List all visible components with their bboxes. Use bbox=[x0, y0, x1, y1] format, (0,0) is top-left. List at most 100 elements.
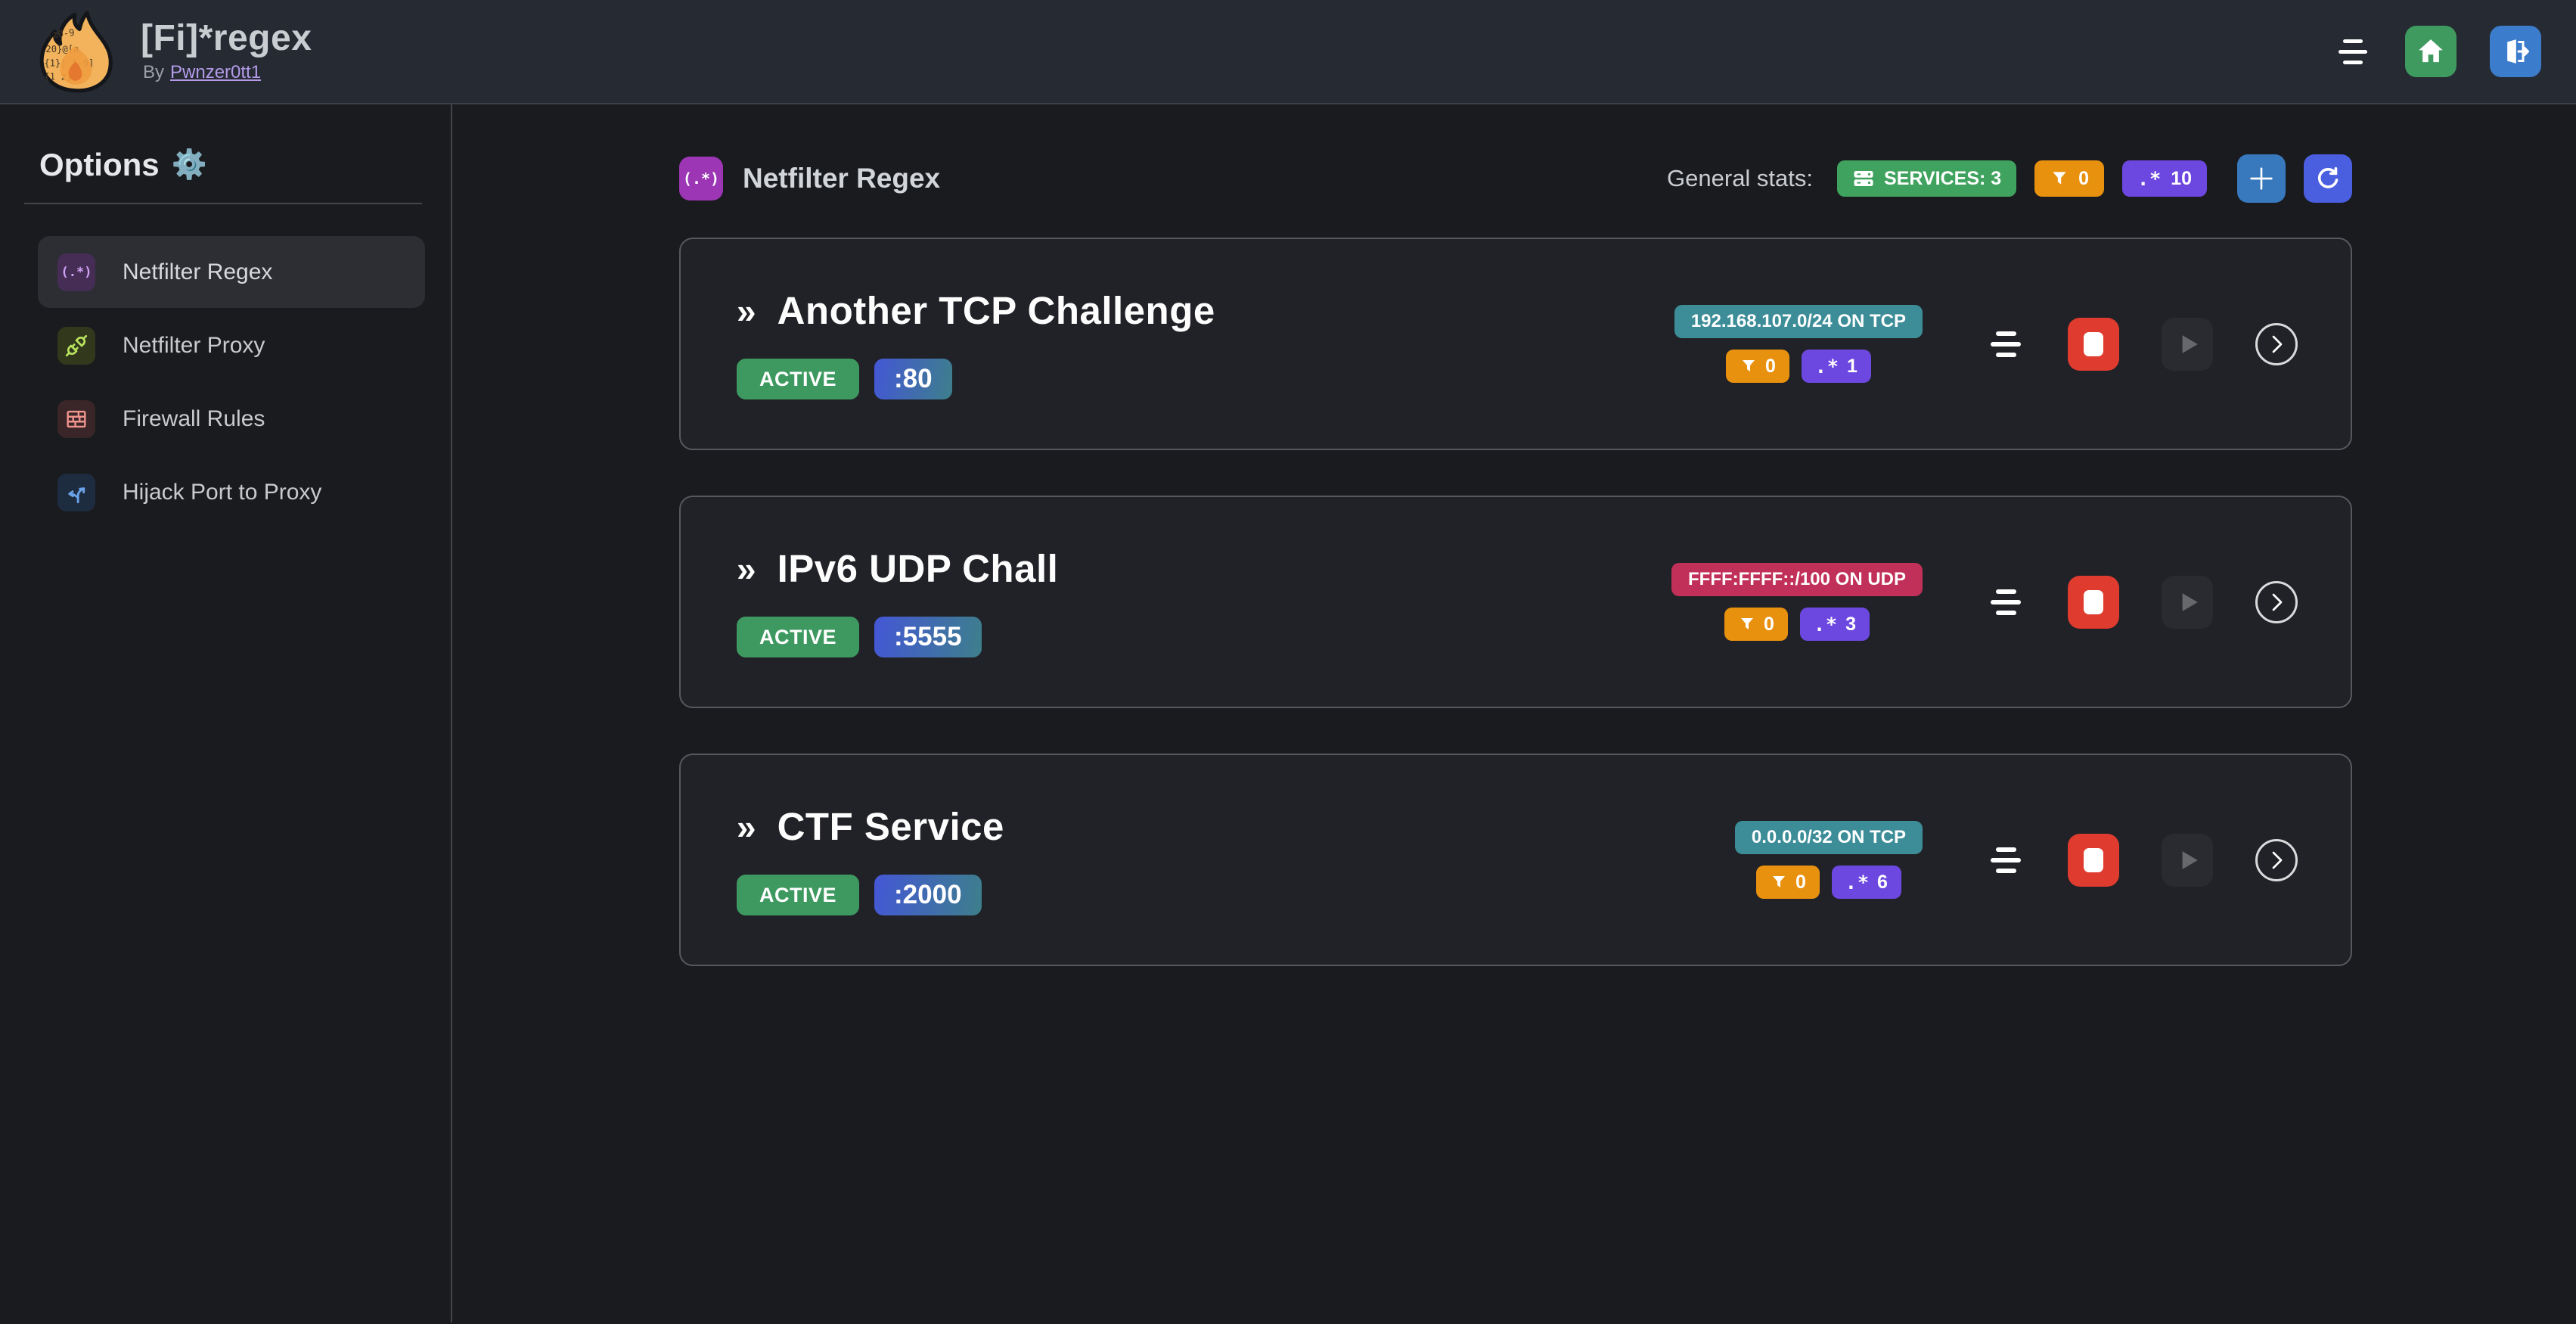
filter-count-label: 0 bbox=[1764, 613, 1774, 635]
refresh-icon bbox=[2314, 164, 2342, 193]
split-arrows-icon bbox=[57, 473, 95, 511]
regex-glyph-icon: .* bbox=[1813, 613, 1839, 636]
filters-count-label: 0 bbox=[2078, 167, 2090, 189]
filter-count-badge: 0 bbox=[1755, 866, 1820, 899]
regex-count-label: 3 bbox=[1845, 613, 1856, 635]
gear-icon: ⚙️ bbox=[171, 149, 207, 181]
stop-service-button[interactable] bbox=[2068, 833, 2119, 887]
regex-count-badge: .* 1 bbox=[1801, 350, 1871, 383]
app-title: [Fi]*regex bbox=[141, 17, 312, 58]
logout-button[interactable] bbox=[2490, 26, 2541, 77]
regex-count-badge: .* 3 bbox=[1799, 608, 1870, 641]
add-service-button[interactable] bbox=[2237, 154, 2286, 203]
regex-section-icon: (.*) bbox=[679, 157, 723, 200]
regexes-count-badge: .* 10 bbox=[2122, 160, 2207, 197]
address-badge: 192.168.107.0/24 ON TCP bbox=[1674, 305, 1923, 338]
service-menu-icon[interactable] bbox=[1986, 585, 2025, 620]
main-content: (.*) Netfilter Regex General stats: bbox=[452, 104, 2576, 1322]
service-menu-icon[interactable] bbox=[1986, 843, 2025, 878]
regex-glyph-icon: .* bbox=[1814, 355, 1839, 378]
chevron-right-icon bbox=[2264, 332, 2289, 356]
start-service-button[interactable] bbox=[2162, 317, 2213, 371]
stop-icon bbox=[2084, 847, 2103, 872]
start-service-button[interactable] bbox=[2162, 575, 2213, 629]
open-service-button[interactable] bbox=[2255, 580, 2298, 623]
service-card: » IPv6 UDP Chall ACTIVE :5555 FFFF:FFFF:… bbox=[679, 496, 2352, 708]
filter-funnel-icon bbox=[1740, 357, 1758, 375]
header-menu-icon[interactable] bbox=[2334, 35, 2372, 69]
filter-funnel-icon bbox=[2050, 169, 2069, 188]
sidebar-heading-label: Options bbox=[39, 147, 160, 182]
port-badge: :5555 bbox=[874, 617, 982, 657]
plus-icon bbox=[2246, 163, 2277, 194]
port-badge: :2000 bbox=[874, 875, 982, 915]
filter-funnel-icon bbox=[1738, 615, 1756, 633]
regex-count-badge: .* 6 bbox=[1831, 866, 1901, 899]
home-button[interactable] bbox=[2405, 26, 2457, 77]
services-count-badge: SERVICES: 3 bbox=[1837, 160, 2017, 197]
regex-glyph-icon: .* bbox=[2137, 167, 2162, 190]
server-icon bbox=[1852, 167, 1875, 190]
service-list: » Another TCP Challenge ACTIVE :80 192.1… bbox=[679, 238, 2352, 966]
stop-icon bbox=[2084, 589, 2103, 614]
filter-count-label: 0 bbox=[1795, 871, 1806, 893]
address-badge: 0.0.0.0/32 ON TCP bbox=[1734, 821, 1923, 854]
sidebar-item-netfilter-regex[interactable]: (.*) Netfilter Regex bbox=[38, 236, 425, 308]
sidebar-item-hijack-port[interactable]: Hijack Port to Proxy bbox=[38, 456, 425, 528]
app-header: -z0-9 20}@[a {1}| )-9] {1 z] [Fi]*regex … bbox=[0, 0, 2576, 104]
filters-count-badge: 0 bbox=[2034, 160, 2105, 197]
regex-count-label: 1 bbox=[1846, 355, 1858, 377]
general-stats: General stats: SERV bbox=[1667, 154, 2352, 203]
start-service-button[interactable] bbox=[2162, 833, 2213, 887]
service-menu-icon[interactable] bbox=[1986, 327, 2025, 362]
sidebar-item-label: Netfilter Proxy bbox=[123, 332, 265, 358]
service-title: IPv6 UDP Chall bbox=[777, 547, 1059, 590]
regexes-count-label: 10 bbox=[2171, 167, 2192, 189]
section-title: Netfilter Regex bbox=[743, 163, 941, 194]
stop-icon bbox=[2084, 331, 2103, 356]
address-badge: FFFF:FFFF::/100 ON UDP bbox=[1671, 563, 1923, 596]
stats-label: General stats: bbox=[1667, 165, 1814, 191]
filter-count-badge: 0 bbox=[1725, 350, 1789, 383]
logout-door-icon bbox=[2500, 36, 2531, 67]
section-header: (.*) Netfilter Regex General stats: bbox=[679, 154, 2352, 203]
sidebar-divider bbox=[24, 203, 422, 204]
play-icon bbox=[2171, 844, 2204, 877]
chevron-right-icon bbox=[2264, 848, 2289, 872]
services-count-label: SERVICES: 3 bbox=[1884, 167, 2002, 189]
sidebar-heading: Options ⚙️ bbox=[39, 147, 425, 183]
home-icon bbox=[2416, 36, 2446, 67]
double-chevron-icon: » bbox=[737, 807, 756, 847]
sidebar-item-label: Firewall Rules bbox=[123, 406, 265, 431]
service-title: Another TCP Challenge bbox=[777, 289, 1215, 332]
status-badge: ACTIVE bbox=[737, 359, 860, 399]
plug-connected-icon bbox=[57, 326, 95, 365]
firegex-flame-logo: -z0-9 20}@[a {1}| )-9] {1 z] bbox=[29, 9, 121, 94]
regex-icon: (.*) bbox=[57, 253, 95, 291]
status-badge: ACTIVE bbox=[737, 617, 860, 657]
port-badge: :80 bbox=[874, 359, 952, 399]
sidebar-item-netfilter-proxy[interactable]: Netfilter Proxy bbox=[38, 309, 425, 381]
regex-glyph-icon: .* bbox=[1845, 871, 1870, 894]
open-service-button[interactable] bbox=[2255, 838, 2298, 881]
brick-wall-icon bbox=[57, 399, 95, 438]
double-chevron-icon: » bbox=[737, 291, 756, 331]
status-badge: ACTIVE bbox=[737, 875, 860, 915]
filter-funnel-icon bbox=[1770, 873, 1788, 891]
sidebar-item-label: Netfilter Regex bbox=[123, 259, 273, 284]
service-card: » CTF Service ACTIVE :2000 0.0.0.0/32 ON… bbox=[679, 754, 2352, 966]
sidebar-item-firewall-rules[interactable]: Firewall Rules bbox=[38, 383, 425, 455]
double-chevron-icon: » bbox=[737, 549, 756, 589]
open-service-button[interactable] bbox=[2255, 322, 2298, 365]
sidebar-item-label: Hijack Port to Proxy bbox=[123, 479, 322, 505]
filter-count-label: 0 bbox=[1764, 355, 1776, 377]
stop-service-button[interactable] bbox=[2068, 317, 2119, 371]
chevron-right-icon bbox=[2264, 590, 2289, 614]
author-link[interactable]: Pwnzer0tt1 bbox=[170, 62, 262, 83]
filter-count-badge: 0 bbox=[1724, 608, 1788, 641]
regex-count-label: 6 bbox=[1877, 871, 1888, 893]
stop-service-button[interactable] bbox=[2068, 575, 2119, 629]
refresh-button[interactable] bbox=[2304, 154, 2352, 203]
service-card: » Another TCP Challenge ACTIVE :80 192.1… bbox=[679, 238, 2352, 450]
